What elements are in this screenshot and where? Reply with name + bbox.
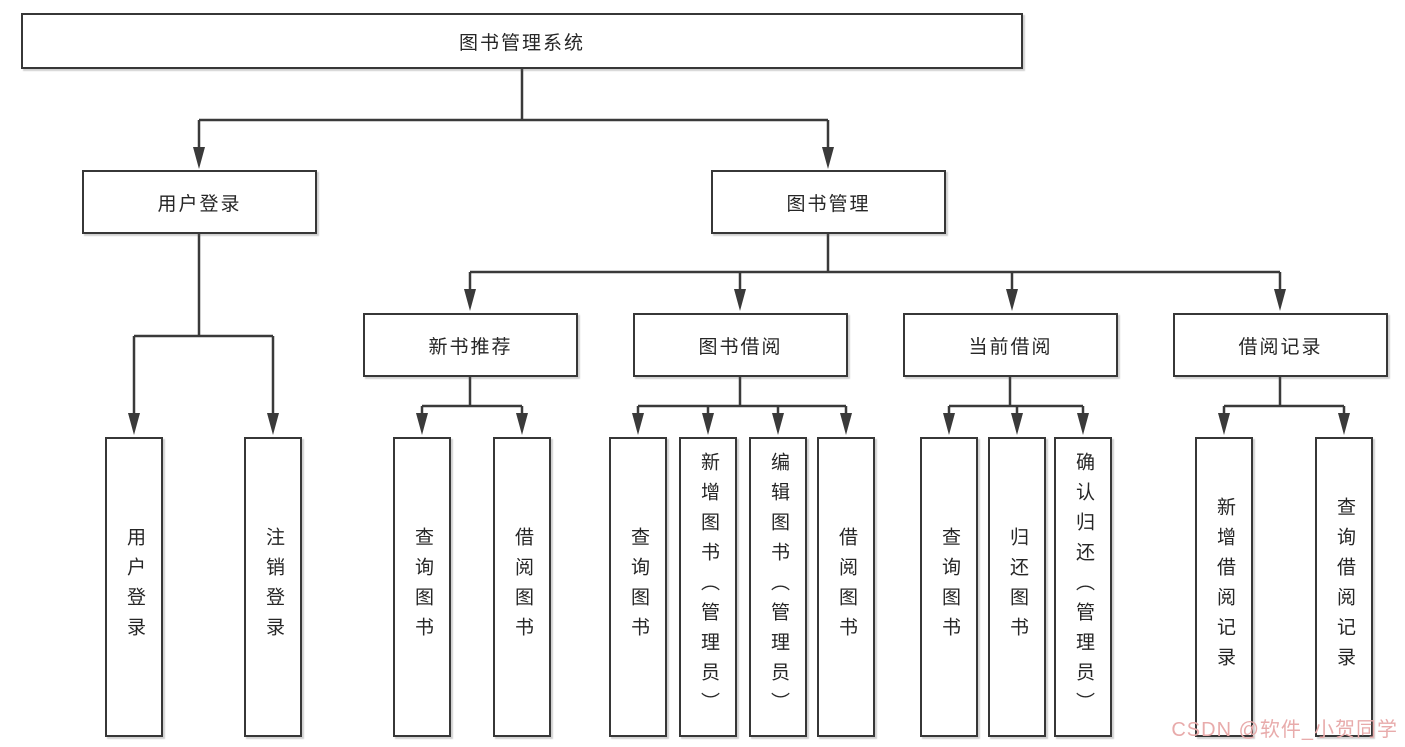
node-user-login: 用户登录 bbox=[82, 170, 317, 234]
leaf-label: 查询借阅记录 bbox=[1333, 497, 1355, 677]
node-borrow-records: 借阅记录 bbox=[1173, 313, 1388, 377]
leaf-label: 借阅图书 bbox=[835, 527, 857, 647]
leaf-add-books-admin: 新增图书（管理员） bbox=[679, 437, 737, 737]
node-label: 新书推荐 bbox=[428, 336, 513, 358]
leaf-query-books: 查询图书 bbox=[920, 437, 978, 737]
leaf-query-borrow-record: 查询借阅记录 bbox=[1315, 437, 1373, 737]
leaf-label: 归还图书 bbox=[1006, 527, 1028, 647]
leaf-confirm-return-admin: 确认归还（管理员） bbox=[1054, 437, 1112, 737]
leaf-label: 编辑图书（管理员） bbox=[767, 452, 789, 722]
leaf-label: 确认归还（管理员） bbox=[1072, 452, 1094, 722]
node-label: 当前借阅 bbox=[968, 336, 1053, 358]
arrowhead-icons bbox=[128, 147, 1350, 435]
leaf-query-books: 查询图书 bbox=[393, 437, 451, 737]
node-label: 图书管理 bbox=[786, 193, 871, 215]
node-new-book-recommend: 新书推荐 bbox=[363, 313, 578, 377]
node-book-management: 图书管理 bbox=[711, 170, 946, 234]
leaf-label: 新增借阅记录 bbox=[1213, 497, 1235, 677]
node-label: 图书借阅 bbox=[698, 336, 783, 358]
leaf-user-login: 用户登录 bbox=[105, 437, 163, 737]
node-label: 借阅记录 bbox=[1238, 336, 1323, 358]
leaf-label: 借阅图书 bbox=[511, 527, 533, 647]
node-current-borrow: 当前借阅 bbox=[903, 313, 1118, 377]
leaf-label: 查询图书 bbox=[938, 527, 960, 647]
leaf-borrow-books: 借阅图书 bbox=[817, 437, 875, 737]
leaf-return-books: 归还图书 bbox=[988, 437, 1046, 737]
leaf-query-books: 查询图书 bbox=[609, 437, 667, 737]
leaf-label: 查询图书 bbox=[411, 527, 433, 647]
leaf-add-borrow-record: 新增借阅记录 bbox=[1195, 437, 1253, 737]
csdn-watermark: CSDN @软件_小贺同学 bbox=[1171, 719, 1398, 741]
leaf-borrow-books: 借阅图书 bbox=[493, 437, 551, 737]
node-label: 图书管理系统 bbox=[458, 32, 585, 54]
leaf-edit-books-admin: 编辑图书（管理员） bbox=[749, 437, 807, 737]
leaf-label: 用户登录 bbox=[123, 527, 145, 647]
leaf-label: 新增图书（管理员） bbox=[697, 452, 719, 722]
leaf-label: 查询图书 bbox=[627, 527, 649, 647]
leaf-logout: 注销登录 bbox=[244, 437, 302, 737]
node-book-borrow: 图书借阅 bbox=[633, 313, 848, 377]
node-label: 用户登录 bbox=[157, 193, 242, 215]
leaf-label: 注销登录 bbox=[262, 527, 284, 647]
node-library-management-system: 图书管理系统 bbox=[21, 13, 1023, 69]
